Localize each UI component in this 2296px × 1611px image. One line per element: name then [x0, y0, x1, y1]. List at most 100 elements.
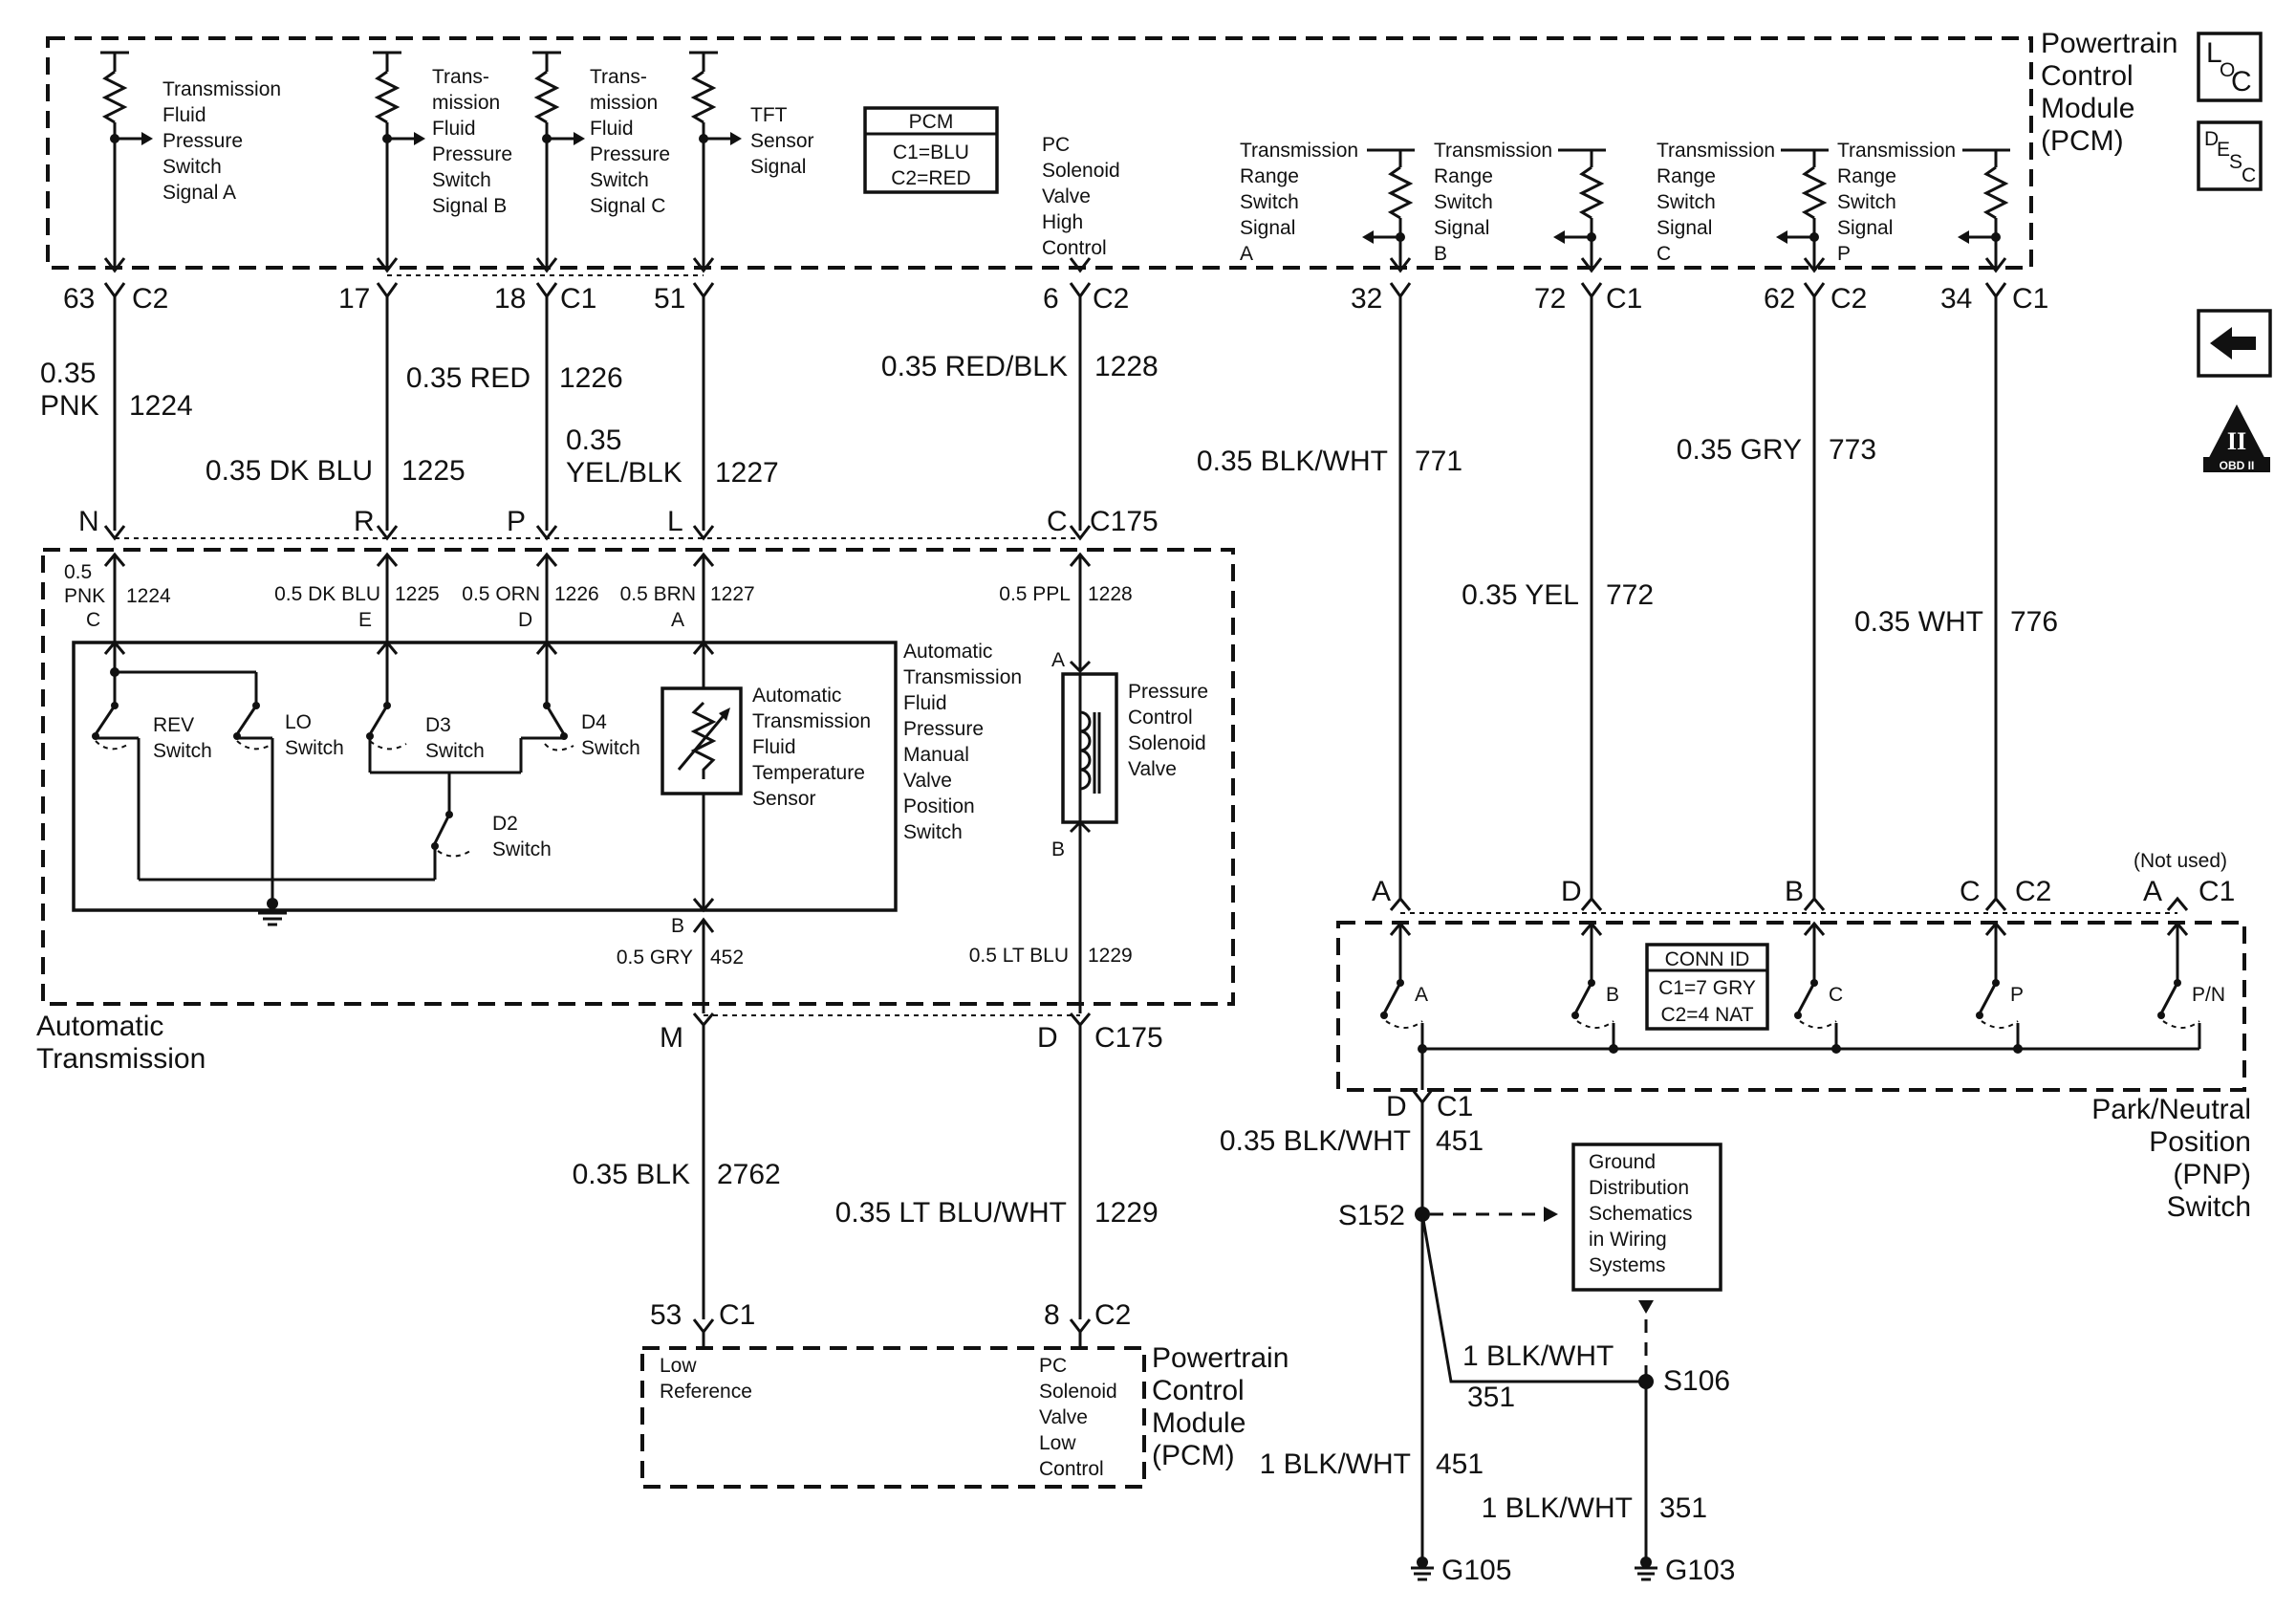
pnp-conn-c1: C1: [2199, 876, 2235, 907]
mv-4: Pressure: [903, 718, 984, 740]
desc-icon[interactable]: D E S C: [2197, 120, 2263, 191]
rev-switch-2: Switch: [153, 740, 212, 762]
t-w2-pin: E: [358, 609, 372, 631]
back-arrow-icon[interactable]: [2197, 309, 2272, 378]
gds-1: Ground: [1589, 1151, 1656, 1173]
pc-low-3: Valve: [1039, 1406, 1088, 1428]
pcm-top-module: Powertrain Control Module (PCM): [46, 28, 2177, 270]
conn-63: C2: [132, 283, 168, 315]
sig-trs-b-2: Range: [1434, 165, 1493, 187]
pin-72: 72: [1534, 283, 1566, 315]
sig-tfp-a-1: Transmission: [162, 78, 281, 100]
pcm-b-title-1: Powertrain: [1152, 1342, 1289, 1374]
sig-tft-2: Sensor: [750, 130, 814, 152]
wl-ltbluwht-circuit: 1229: [1094, 1197, 1159, 1229]
pcm-legend-c1: C1=BLU: [893, 142, 969, 163]
w-dkblu-label: 0.35 DK BLU: [206, 455, 373, 487]
sig-tfp-c-5: Switch: [590, 169, 649, 191]
pnp-sw-b: B: [1606, 984, 1619, 1006]
upper-wire-labels: 0.35 PNK 1224 0.35 DK BLU 1225 0.35 RED …: [40, 351, 2058, 638]
pnp-sw-p: P: [2010, 984, 2024, 1006]
g-451a: 0.35 BLK/WHT: [1220, 1125, 1411, 1157]
loc-l: L: [2206, 37, 2222, 69]
sig-trs-p-2: Range: [1837, 165, 1896, 187]
g-s152: S152: [1338, 1200, 1405, 1231]
sig-tfp-a-5: Signal A: [162, 182, 236, 204]
sig-tft-1: TFT: [750, 104, 788, 126]
tft-sensor-4: Temperature: [752, 762, 865, 784]
w-yelblk-size: 0.35: [566, 425, 621, 456]
pc-low-4: Low: [1039, 1432, 1076, 1454]
w-pnk-color: PNK: [40, 390, 99, 422]
pin-62: 62: [1764, 283, 1795, 315]
pcm-top-title-1: Powertrain: [2041, 28, 2177, 59]
w-yelblk-color: YEL/BLK: [566, 457, 682, 489]
sig-trs-c-5: C: [1657, 243, 1671, 265]
pcm-b-title-4: (PCM): [1152, 1440, 1235, 1471]
t-w1-size-1: 0.5: [64, 561, 92, 583]
lo-switch-1: LO: [285, 711, 312, 733]
pcm-top-pins: 63 C2 17 18 C1 51 6 C2 32 72 C1 62 C2 34…: [63, 283, 2048, 315]
pnp-out-conn: C1: [1437, 1091, 1473, 1122]
w-yel-circuit: 772: [1606, 579, 1654, 611]
low-ref-1: Low: [660, 1355, 697, 1377]
sig-trs-c-4: Signal: [1657, 217, 1712, 239]
conn-62: C2: [1830, 283, 1867, 315]
pnp-not-used: (Not used): [2134, 850, 2227, 872]
c175b-pin-m: M: [660, 1022, 683, 1054]
pcm-pullups: [100, 51, 2010, 273]
desc-c: C: [2242, 164, 2256, 186]
wl-blk: 0.35 BLK: [573, 1159, 690, 1190]
c175-bottom: M D C175 0.35 BLK 2762 0.35 LT BLU/WHT 1…: [573, 1012, 1163, 1319]
w-yel-label: 0.35 YEL: [1462, 579, 1579, 611]
pcm-b-pin8: 8: [1044, 1299, 1060, 1331]
sig-tfp-b-1: Trans-: [432, 66, 489, 88]
sig-tfp-c-2: mission: [590, 92, 658, 114]
sig-tfp-b-2: mission: [432, 92, 500, 114]
sig-tfp-a-3: Pressure: [162, 130, 243, 152]
w-redblk-label: 0.35 RED/BLK: [881, 351, 1068, 382]
tft-sensor-3: Fluid: [752, 736, 796, 758]
w-pnk-size: 0.35: [40, 358, 96, 389]
pin-18: 18: [494, 283, 526, 315]
c175-pin-c: C: [1047, 506, 1068, 537]
tb-gry: 0.5 GRY: [617, 947, 693, 969]
pcm-b-c1: C1: [719, 1299, 755, 1331]
sig-tfp-a-4: Switch: [162, 156, 222, 178]
sig-tfp-b-3: Fluid: [432, 118, 476, 140]
trans-title-2: Transmission: [36, 1043, 206, 1075]
w-red-label: 0.35 RED: [406, 362, 531, 394]
pnp-switch: A D B C C2 A C1 (Not used): [1336, 850, 2251, 1223]
t-w1-pin: C: [86, 609, 100, 631]
d2-switch-2: Switch: [492, 838, 552, 860]
sig-pc-high-4: High: [1042, 211, 1083, 233]
pin-6: 6: [1043, 283, 1059, 315]
mv-6: Valve: [903, 770, 952, 792]
tb-pin-b: B: [671, 915, 684, 937]
pcm-legend: PCM C1=BLU C2=RED: [863, 106, 999, 194]
sig-trs-a-3: Switch: [1240, 191, 1299, 213]
conn-18: C1: [560, 283, 596, 315]
g-351a: 1 BLK/WHT: [1462, 1340, 1614, 1372]
pnp-title-2: Position: [2149, 1126, 2251, 1158]
gds-4: in Wiring: [1589, 1229, 1667, 1251]
sig-trs-p-4: Signal: [1837, 217, 1893, 239]
g-g105: G105: [1441, 1555, 1511, 1586]
t-w3-pin: D: [518, 609, 532, 631]
pc-pin-a: A: [1051, 649, 1065, 671]
desc-d: D: [2204, 128, 2219, 150]
pcm-b-title-2: Control: [1152, 1375, 1245, 1406]
c175-pin-l: L: [667, 506, 683, 537]
d2-switch-1: D2: [492, 813, 518, 835]
g-s106: S106: [1663, 1365, 1730, 1397]
loc-icon[interactable]: L O C: [2197, 32, 2263, 102]
pnp-pin-b: B: [1785, 876, 1804, 907]
pnp-conn-c2: C2: [2015, 876, 2051, 907]
pnp-out-pin: D: [1386, 1091, 1407, 1122]
sig-trs-a-2: Range: [1240, 165, 1299, 187]
sig-trs-p-3: Switch: [1837, 191, 1896, 213]
tb-gry-circuit: 452: [710, 947, 744, 969]
c175-pin-p: P: [507, 506, 526, 537]
d3-switch-1: D3: [425, 714, 451, 736]
